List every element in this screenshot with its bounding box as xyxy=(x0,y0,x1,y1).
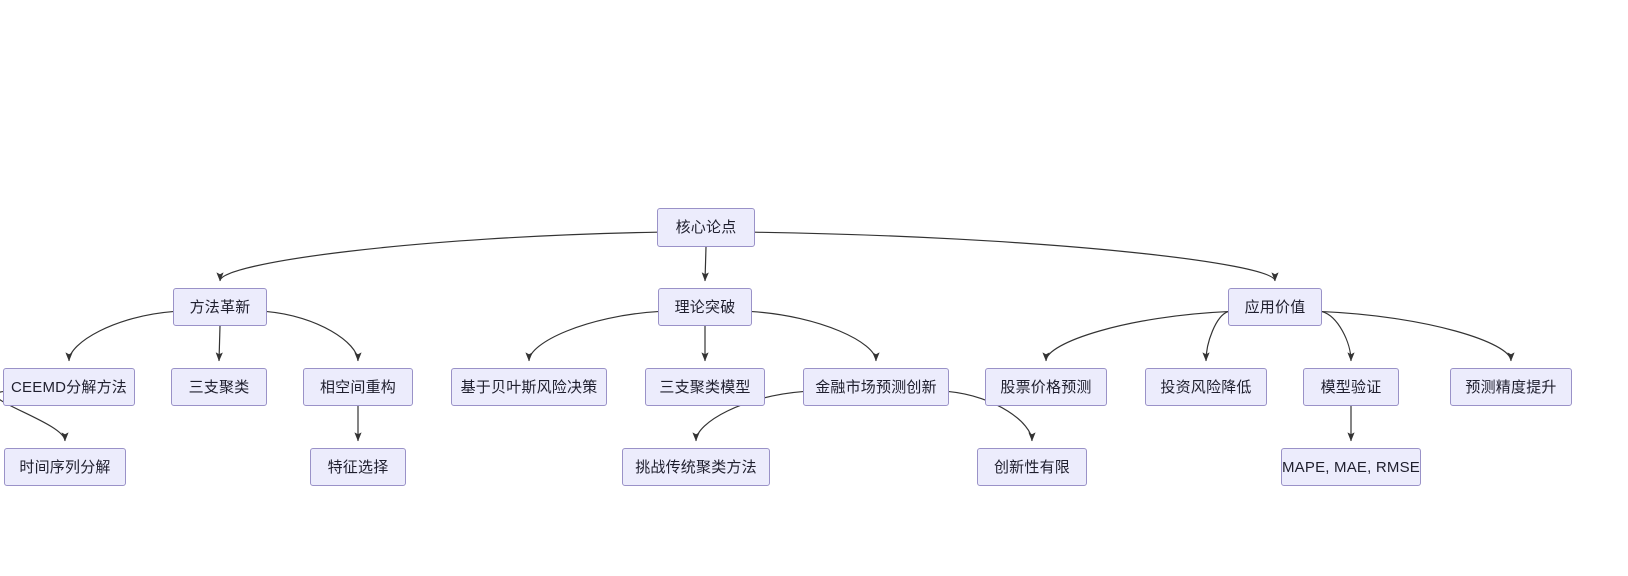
flow-node-label: 三支聚类模型 xyxy=(659,378,751,396)
flow-edge-core-to-method xyxy=(216,231,658,282)
flow-edge-application-to-validate xyxy=(1321,310,1355,362)
flow-edge-method-to-ceemd xyxy=(65,310,174,362)
flow-edge-theory-to-finance xyxy=(751,310,880,362)
flow-edge-application-to-stock xyxy=(1042,310,1229,362)
flow-node-label: 三支聚类 xyxy=(188,378,250,396)
flow-node-label: 方法革新 xyxy=(189,298,251,316)
flow-node-method[interactable]: 方法革新 xyxy=(173,288,267,326)
flow-node-phase[interactable]: 相空间重构 xyxy=(303,368,413,406)
flow-node-label: MAPE, MAE, RMSE xyxy=(1281,458,1421,476)
flow-node-application[interactable]: 应用价值 xyxy=(1228,288,1322,326)
flow-node-validate[interactable]: 模型验证 xyxy=(1303,368,1399,406)
flow-node-core[interactable]: 核心论点 xyxy=(657,208,755,247)
flow-node-tsdecomp[interactable]: 时间序列分解 xyxy=(4,448,126,486)
flow-node-label: 模型验证 xyxy=(1320,378,1382,396)
flow-node-metrics[interactable]: MAPE, MAE, RMSE xyxy=(1281,448,1421,486)
flow-node-challenge[interactable]: 挑战传统聚类方法 xyxy=(622,448,770,486)
flow-edge-core-to-application xyxy=(754,231,1279,282)
flow-edge-core-to-theory xyxy=(701,246,709,282)
flow-edge-application-to-risk xyxy=(1202,310,1229,362)
flow-node-label: CEEMD分解方法 xyxy=(11,378,127,396)
flow-node-theory[interactable]: 理论突破 xyxy=(658,288,752,326)
flow-node-label: 相空间重构 xyxy=(319,378,396,396)
flow-node-label: 时间序列分解 xyxy=(19,458,111,476)
flow-edge-method-to-tri xyxy=(215,325,223,362)
flow-node-label: 核心论点 xyxy=(675,219,737,236)
flow-node-bayes[interactable]: 基于贝叶斯风险决策 xyxy=(451,368,607,406)
flow-node-label: 挑战传统聚类方法 xyxy=(635,458,757,476)
flow-node-label: 理论突破 xyxy=(674,298,736,316)
flow-edge-application-to-accuracy xyxy=(1321,310,1515,362)
flow-node-risk[interactable]: 投资风险降低 xyxy=(1145,368,1267,406)
flow-edge-theory-to-bayes xyxy=(525,310,659,362)
flow-node-label: 预测精度提升 xyxy=(1465,378,1557,396)
flow-node-stock[interactable]: 股票价格预测 xyxy=(985,368,1107,406)
flow-node-feature[interactable]: 特征选择 xyxy=(310,448,406,486)
flow-node-ceemd[interactable]: CEEMD分解方法 xyxy=(3,368,135,406)
flow-node-trimodel[interactable]: 三支聚类模型 xyxy=(645,368,765,406)
flow-node-limited[interactable]: 创新性有限 xyxy=(977,448,1087,486)
flow-node-accuracy[interactable]: 预测精度提升 xyxy=(1450,368,1572,406)
flow-node-finance[interactable]: 金融市场预测创新 xyxy=(803,368,949,406)
flow-node-label: 特征选择 xyxy=(327,458,389,476)
flow-node-label: 基于贝叶斯风险决策 xyxy=(460,378,598,396)
flow-edge-method-to-phase xyxy=(266,310,362,362)
flow-node-label: 应用价值 xyxy=(1244,298,1306,316)
flow-node-label: 创新性有限 xyxy=(993,458,1070,476)
flow-node-label: 金融市场预测创新 xyxy=(815,378,937,396)
flow-node-label: 股票价格预测 xyxy=(1000,378,1092,396)
flow-node-label: 投资风险降低 xyxy=(1160,378,1252,396)
flow-node-tri[interactable]: 三支聚类 xyxy=(171,368,267,406)
